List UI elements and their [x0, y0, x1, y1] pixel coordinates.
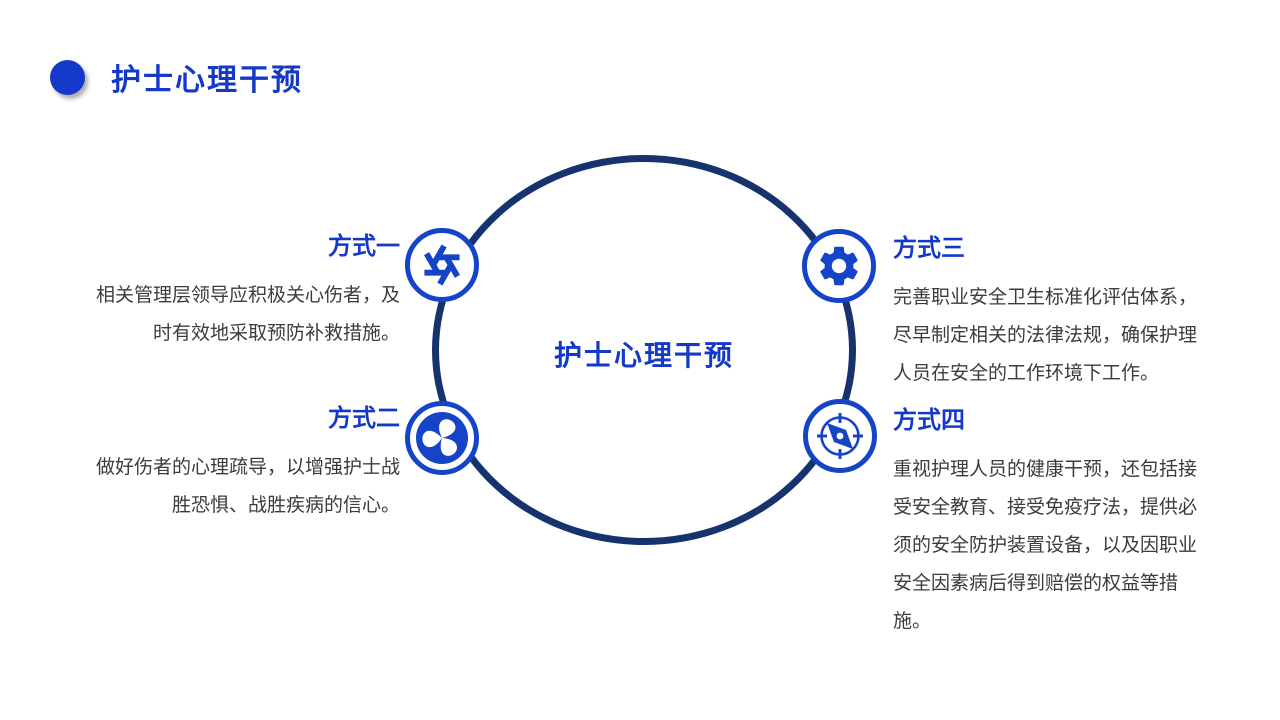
method-3-text: 完善职业安全卫生标准化评估体系，尽早制定相关的法律法规，确保护理人员在安全的工作…: [893, 287, 1198, 384]
method-2-text: 做好伤者的心理疏导，以增强护士战胜恐惧、战胜疾病的信心。: [95, 457, 400, 516]
gear-icon: [815, 242, 863, 290]
method-4-label: 方式四: [893, 408, 965, 434]
method-4-block: 方式四 重视护理人员的健康干预，还包括接受安全教育、接受免疫疗法，提供必须的安全…: [893, 400, 1211, 641]
method-3-label: 方式三: [893, 236, 965, 262]
method-3-block: 方式三 完善职业安全卫生标准化评估体系，尽早制定相关的法律法规，确保护理人员在安…: [893, 228, 1211, 393]
diagram-center-label: 护士心理干预: [553, 341, 734, 372]
method-2-label: 方式二: [328, 406, 400, 432]
method-1-text: 相关管理层领导应积极关心伤者，及时有效地采取预防补救措施。: [95, 285, 400, 344]
method-4-node: [803, 399, 877, 473]
aperture-icon: [419, 242, 465, 288]
cycle-ring: [432, 155, 856, 545]
compass-icon: [813, 409, 867, 463]
slide-header: 护士心理干预: [50, 55, 303, 99]
method-2-block: 方式二 做好伤者的心理疏导，以增强护士战胜恐惧、战胜疾病的信心。: [94, 398, 400, 525]
page-title: 护士心理干预: [111, 64, 303, 97]
pinwheel-icon: [415, 411, 469, 465]
title-bullet-circle: [50, 59, 85, 95]
method-4-text: 重视护理人员的健康干预，还包括接受安全教育、接受免疫疗法，提供必须的安全防护装置…: [893, 459, 1198, 632]
method-2-node: [405, 401, 479, 475]
method-1-node: [405, 228, 479, 302]
method-1-block: 方式一 相关管理层领导应积极关心伤者，及时有效地采取预防补救措施。: [94, 226, 400, 353]
method-3-node: [802, 229, 876, 303]
method-1-label: 方式一: [328, 234, 400, 260]
